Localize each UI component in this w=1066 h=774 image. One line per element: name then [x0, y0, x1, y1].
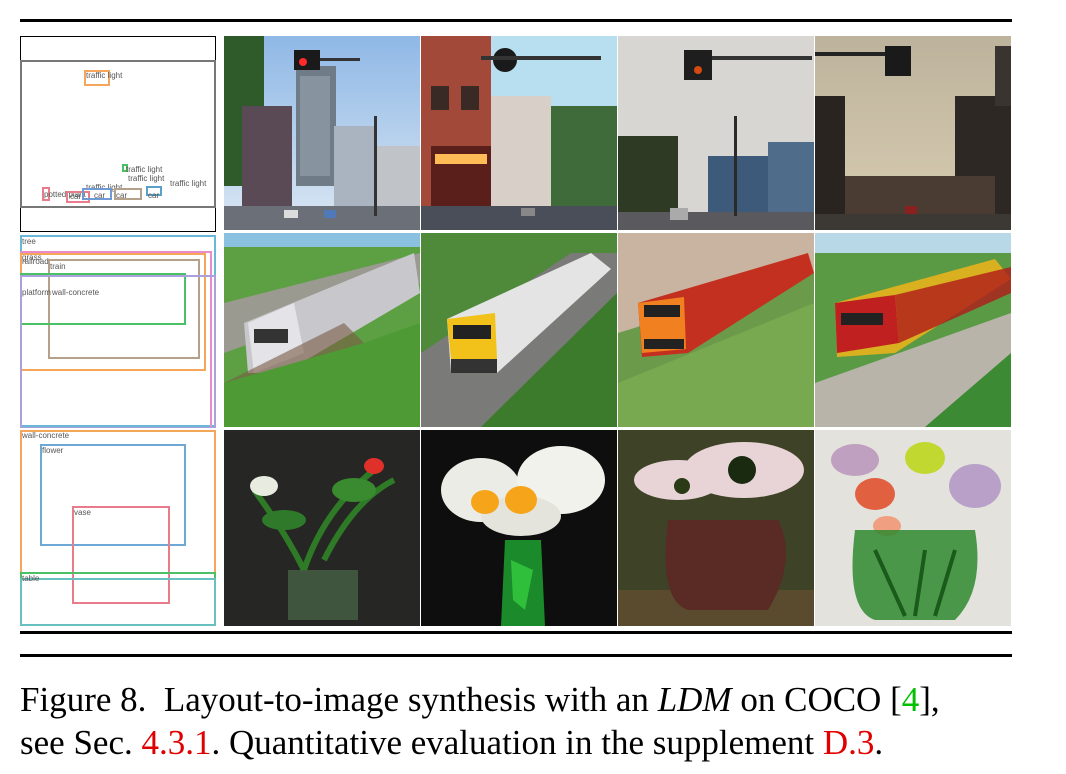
- label-flower: flower: [42, 446, 64, 455]
- caption-sec-link[interactable]: 4.3.1: [141, 723, 212, 762]
- caption-text-6: .: [874, 723, 884, 762]
- bottom-rule-1: [20, 631, 1012, 634]
- label-wall-concrete: wall-concrete: [52, 288, 100, 297]
- sample-street-3: [618, 36, 814, 230]
- box-flower: [40, 444, 186, 546]
- sample-vase-4: [815, 430, 1011, 626]
- sample-street-1: [224, 36, 420, 230]
- sample-vase-2: [421, 430, 617, 626]
- box-table-2: [20, 578, 216, 626]
- label-traffic-light-5: traffic light: [86, 183, 123, 192]
- box-traffic-light-2: [122, 164, 128, 172]
- box-car-2: [82, 188, 112, 200]
- label-car-1: car: [70, 192, 82, 201]
- sample-train-2: [421, 233, 617, 427]
- caption-ref-link[interactable]: 4: [901, 680, 920, 719]
- box-train: [48, 259, 200, 359]
- sample-street-2: [421, 36, 617, 230]
- caption-text-4: see Sec.: [20, 723, 133, 762]
- top-rule: [20, 19, 1012, 22]
- label-table: table: [22, 574, 40, 583]
- caption-text-2: on COCO [: [740, 680, 902, 719]
- caption-text-1: Layout-to-image synthesis with an: [163, 680, 649, 719]
- sample-train-4: [815, 233, 1011, 427]
- label-train: train: [50, 262, 66, 271]
- layout-train: tree grass railroad train platform wall-…: [20, 233, 216, 429]
- label-traffic-light-1: traffic light: [86, 71, 123, 80]
- figure-caption: Figure 8. Layout-to-image synthesis with…: [20, 678, 1060, 764]
- box-car-4: [146, 186, 162, 196]
- layout-street: traffic light traffic light traffic ligh…: [20, 36, 216, 232]
- label-vase: vase: [74, 508, 91, 517]
- caption-text-3: ],: [919, 680, 940, 719]
- sample-street-4: [815, 36, 1011, 230]
- label-platform: platform: [22, 288, 51, 297]
- box-potted-plant: [42, 187, 50, 201]
- label-tree: tree: [22, 237, 36, 246]
- caption-ldm: LDM: [657, 680, 732, 719]
- label-wall-concrete-2: wall-concrete: [22, 431, 70, 440]
- label-car-3: car: [116, 191, 128, 200]
- box-car-1: [66, 191, 90, 203]
- sample-vase-1: [224, 430, 420, 626]
- layout-box-bg: [20, 60, 216, 208]
- label-grass: grass: [22, 253, 42, 262]
- label-traffic-light-4: traffic light: [170, 179, 207, 188]
- caption-supp-link[interactable]: D.3: [822, 723, 875, 762]
- box-vase: [72, 506, 170, 604]
- label-railroad: railroad: [22, 257, 49, 266]
- label-traffic-light-3: traffic light: [128, 174, 165, 183]
- sample-vase-3: [618, 430, 814, 626]
- label-car-2: car: [94, 191, 106, 200]
- layout-vase: wall-concrete flower vase table: [20, 428, 216, 626]
- caption-prefix: Figure 8.: [20, 680, 147, 719]
- caption-text-5: . Quantitative evaluation in the supplem…: [211, 723, 815, 762]
- sample-train-3: [618, 233, 814, 427]
- label-potted-plant: potted plant: [44, 190, 86, 199]
- bottom-rule-2: [20, 654, 1012, 657]
- box-traffic-light-1: [84, 70, 110, 86]
- box-car-3: [114, 188, 142, 200]
- label-traffic-light-2: traffic light: [126, 165, 163, 174]
- sample-train-1: [224, 233, 420, 427]
- box-sky: [20, 275, 216, 429]
- label-car-4: car: [148, 191, 160, 200]
